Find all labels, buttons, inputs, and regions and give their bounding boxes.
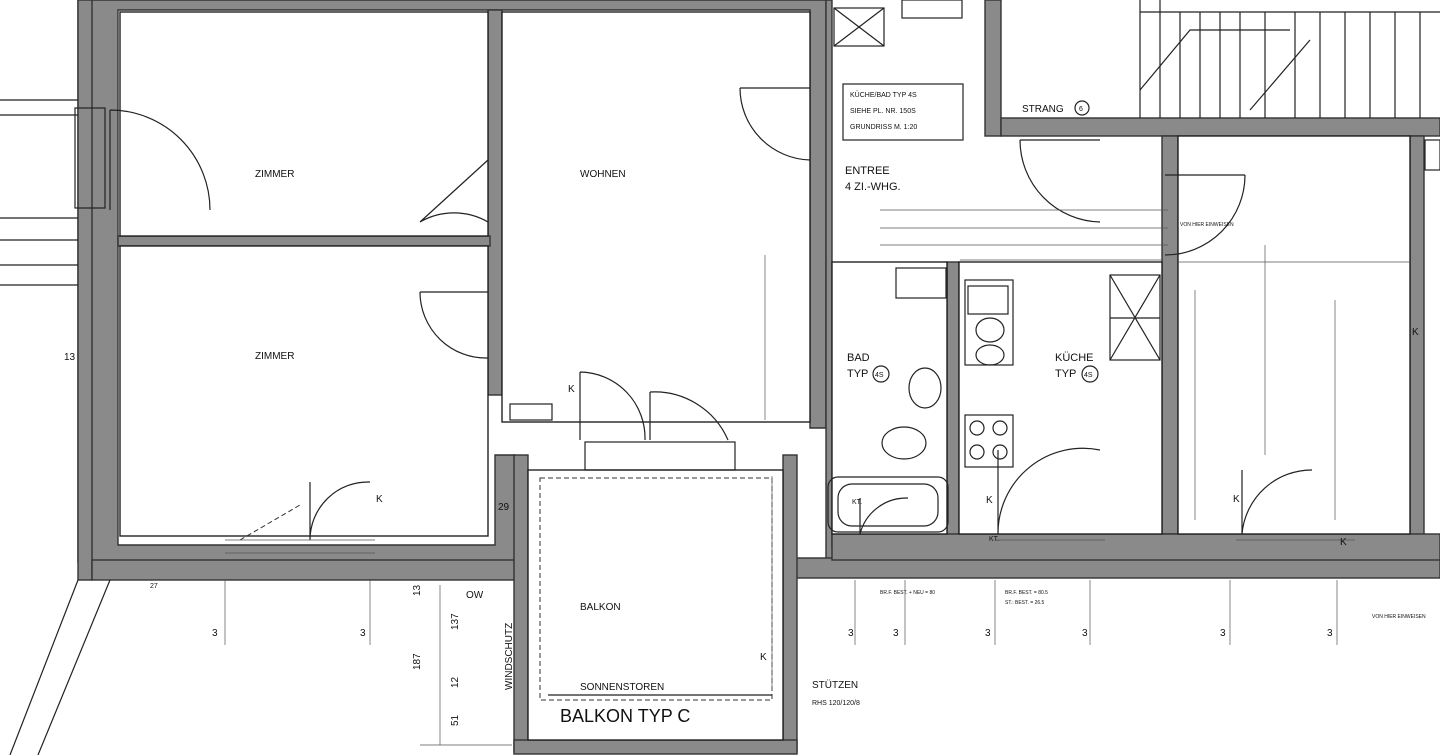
fixtures: [509, 139, 1440, 533]
von-hier-note-1: VON HIER EINWEISEN: [1180, 222, 1234, 228]
dim-3: 3: [848, 628, 854, 639]
room-label-zimmer-top: ZIMMER: [255, 169, 294, 180]
dim-29: 29: [498, 502, 510, 513]
dim-3: 3: [1327, 628, 1333, 639]
k-marker: K: [376, 494, 383, 505]
dim-3: 3: [360, 628, 366, 639]
bad-type-number: 4S: [875, 372, 884, 379]
dimension-lines: [224, 209, 1410, 746]
dim-12: 12: [450, 676, 461, 688]
note-kuechebad-line2: SIEHE PL. NR. 150S: [850, 108, 916, 115]
stuetzen-label: STÜTZEN: [812, 679, 858, 691]
stairs: [1139, 0, 1440, 118]
k-marker: K: [1412, 327, 1419, 338]
dim-27: 27: [150, 583, 158, 590]
k-marker: K: [1340, 537, 1347, 548]
brf-right-note-2: ST.: BEST. = 26.5: [1005, 600, 1045, 606]
room-label-zimmer-bottom: ZIMMER: [255, 351, 294, 362]
brf-right-note-1: BR.F. BEST. = 80.5: [1005, 590, 1048, 596]
windschutz-label: WINDSCHUTZ: [504, 623, 515, 690]
k-marker: K: [760, 652, 767, 663]
ow-label: OW: [466, 590, 484, 601]
note-kuechebad-line1: KÜCHE/BAD TYP 4S: [850, 91, 917, 99]
room-label-kueche: KÜCHE: [1055, 352, 1094, 364]
kt-label-1: KT.: [852, 499, 862, 506]
strang-number: 6: [1079, 106, 1083, 113]
doors: [109, 87, 1313, 541]
stuetzen-spec: RHS 120/120/8: [812, 700, 860, 707]
strang-label: STRANG: [1022, 104, 1064, 115]
dim-3: 3: [985, 628, 991, 639]
dim-13-left: 13: [64, 352, 76, 363]
room-label-bad-typ: TYP: [847, 368, 868, 380]
k-marker: K: [568, 384, 575, 395]
room-label-wohnen: WOHNEN: [580, 169, 626, 180]
kt-label-2: KT.: [989, 536, 999, 543]
balkon-typ-title: BALKON TYP C: [560, 706, 690, 726]
room-label-balkon: BALKON: [580, 602, 621, 613]
kueche-type-number: 4S: [1084, 372, 1093, 379]
von-hier-note-2: VON HIER EINWEISEN: [1372, 614, 1426, 620]
brf-left-note: BR.F. BEST. + NEU = 80: [880, 590, 935, 596]
sonnenstoren-label: SONNENSTOREN: [580, 682, 664, 693]
k-marker: K: [1233, 494, 1240, 505]
dim-51: 51: [450, 714, 461, 726]
dim-13-bottom: 13: [412, 584, 423, 596]
dim-187: 187: [412, 653, 423, 670]
k-marker: K: [986, 495, 993, 506]
dim-3: 3: [893, 628, 899, 639]
room-label-bad: BAD: [847, 352, 870, 364]
note-kuechebad-line3: GRUNDRISS M. 1:20: [850, 124, 917, 131]
room-label-entree: ENTREE: [845, 165, 890, 177]
room-fills: [119, 11, 1411, 741]
dim-3: 3: [212, 628, 218, 639]
dim-3: 3: [1220, 628, 1226, 639]
room-label-entree-type: 4 ZI.-WHG.: [845, 181, 901, 193]
room-label-kueche-typ: TYP: [1055, 368, 1076, 380]
dim-3: 3: [1082, 628, 1088, 639]
dim-137: 137: [450, 613, 461, 630]
